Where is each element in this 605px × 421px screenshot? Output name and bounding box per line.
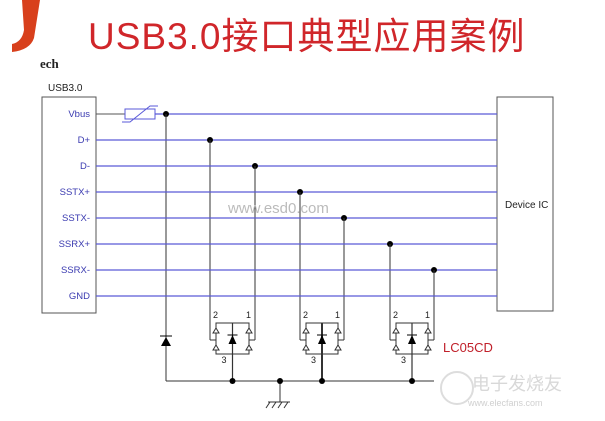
ground-icon-hatch: [283, 401, 289, 409]
signal-label: SSRX+: [59, 239, 91, 250]
lc05cd-chip: 2 1 3: [209, 310, 256, 384]
junction-dot: [277, 378, 283, 384]
connector-label: USB3.0: [48, 83, 83, 94]
signal-label: SSRX-: [61, 265, 90, 276]
steering-diode-icon: [302, 344, 310, 351]
page-title: USB3.0接口典型应用案例: [88, 16, 526, 57]
lc05cd-chip: 2 1 3: [389, 310, 435, 384]
ground-icon-hatch: [271, 401, 277, 409]
steering-diode-icon: [245, 344, 253, 351]
logo-mark: [12, 0, 40, 52]
pin-1-label: 1: [425, 310, 430, 320]
ground-icon-hatch: [265, 401, 271, 409]
steering-diode-icon: [212, 344, 220, 351]
junction-dot: [409, 378, 415, 384]
pin-1-label: 1: [246, 310, 251, 320]
lc05cd-chip: 2 1 3: [299, 310, 345, 384]
tvs-diode-icon: [408, 335, 416, 344]
signal-label: D-: [80, 161, 90, 172]
steering-diode-icon: [424, 344, 432, 351]
device-ic-box: [496, 96, 554, 312]
usb-connector-box: [41, 96, 97, 314]
pin-1-label: 1: [335, 310, 340, 320]
tvs-diode-icon: [318, 335, 326, 344]
watermark-logo: [440, 371, 474, 405]
pin-2-label: 2: [213, 310, 218, 320]
steering-diode-icon: [302, 327, 310, 334]
pin-3-label: 3: [401, 355, 406, 365]
watermark-cn: 电子发烧友: [472, 374, 562, 394]
part-label: LC05CD: [443, 340, 493, 355]
steering-diode-icon: [392, 344, 400, 351]
signal-label: SSTX-: [62, 213, 90, 224]
tvs-diode-icon: [228, 335, 237, 344]
steering-diode-icon: [212, 327, 220, 334]
pin-3-label: 3: [222, 355, 227, 365]
watermark: www.esd0.com: [227, 200, 329, 217]
pin-3-label: 3: [311, 355, 316, 365]
device-ic-label: Device IC: [505, 200, 548, 211]
steering-diode-icon: [245, 327, 253, 334]
pin-2-label: 2: [303, 310, 308, 320]
signal-label: Vbus: [68, 109, 90, 120]
tvs-diode-icon: [161, 337, 171, 346]
pin-2-label: 2: [393, 310, 398, 320]
junction-dot: [229, 378, 236, 384]
steering-diode-icon: [424, 327, 432, 334]
junction-dot: [319, 378, 325, 384]
signal-label: GND: [69, 291, 90, 302]
steering-diode-icon: [334, 344, 342, 351]
signal-label: D+: [78, 135, 91, 146]
ground-icon-hatch: [277, 401, 283, 409]
watermark-url: www.elecfans.com: [467, 398, 543, 408]
signal-label: SSTX+: [60, 187, 91, 198]
steering-diode-icon: [392, 327, 400, 334]
varistor-icon-slash: [122, 105, 158, 123]
steering-diode-icon: [334, 327, 342, 334]
logo-text: ech: [40, 56, 59, 71]
